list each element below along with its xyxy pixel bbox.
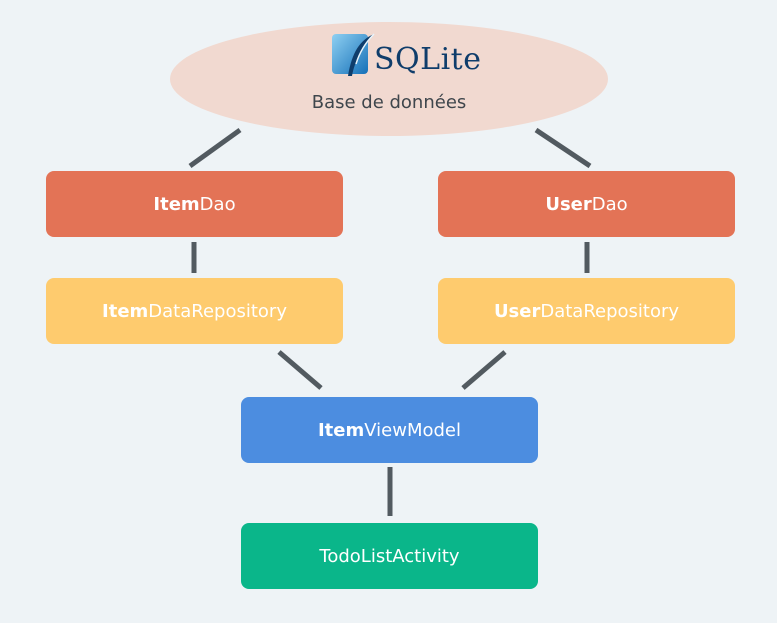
database-node bbox=[170, 22, 608, 136]
connector-userrepo-viewmodel bbox=[461, 350, 507, 390]
item-dao-bold: Item bbox=[153, 193, 200, 215]
feather-icon bbox=[332, 33, 375, 76]
user-dao-rest: Dao bbox=[591, 193, 628, 215]
item-repository-rest: DataRepository bbox=[148, 300, 287, 322]
item-dao-rest: Dao bbox=[199, 193, 236, 215]
item-viewmodel-bold: Item bbox=[317, 419, 365, 441]
todolist-activity-node: TodoListActivity bbox=[241, 523, 538, 589]
connector-db-itemdao bbox=[188, 127, 242, 169]
connector-itemrepo-viewmodel bbox=[277, 350, 323, 390]
item-viewmodel-rest: ViewModel bbox=[364, 419, 462, 441]
user-repository-bold: User bbox=[493, 300, 541, 322]
sqlite-logo: SQLite bbox=[330, 32, 481, 84]
connector-db-userdao bbox=[534, 127, 592, 169]
user-repository-rest: DataRepository bbox=[540, 300, 680, 322]
sqlite-logo-text: SQLite bbox=[374, 42, 482, 77]
user-dao-bold: User bbox=[545, 193, 592, 215]
item-repository-bold: Item bbox=[102, 300, 149, 322]
database-caption: Base de données bbox=[311, 92, 467, 113]
todolist-activity-label: TodoListActivity bbox=[319, 545, 460, 567]
